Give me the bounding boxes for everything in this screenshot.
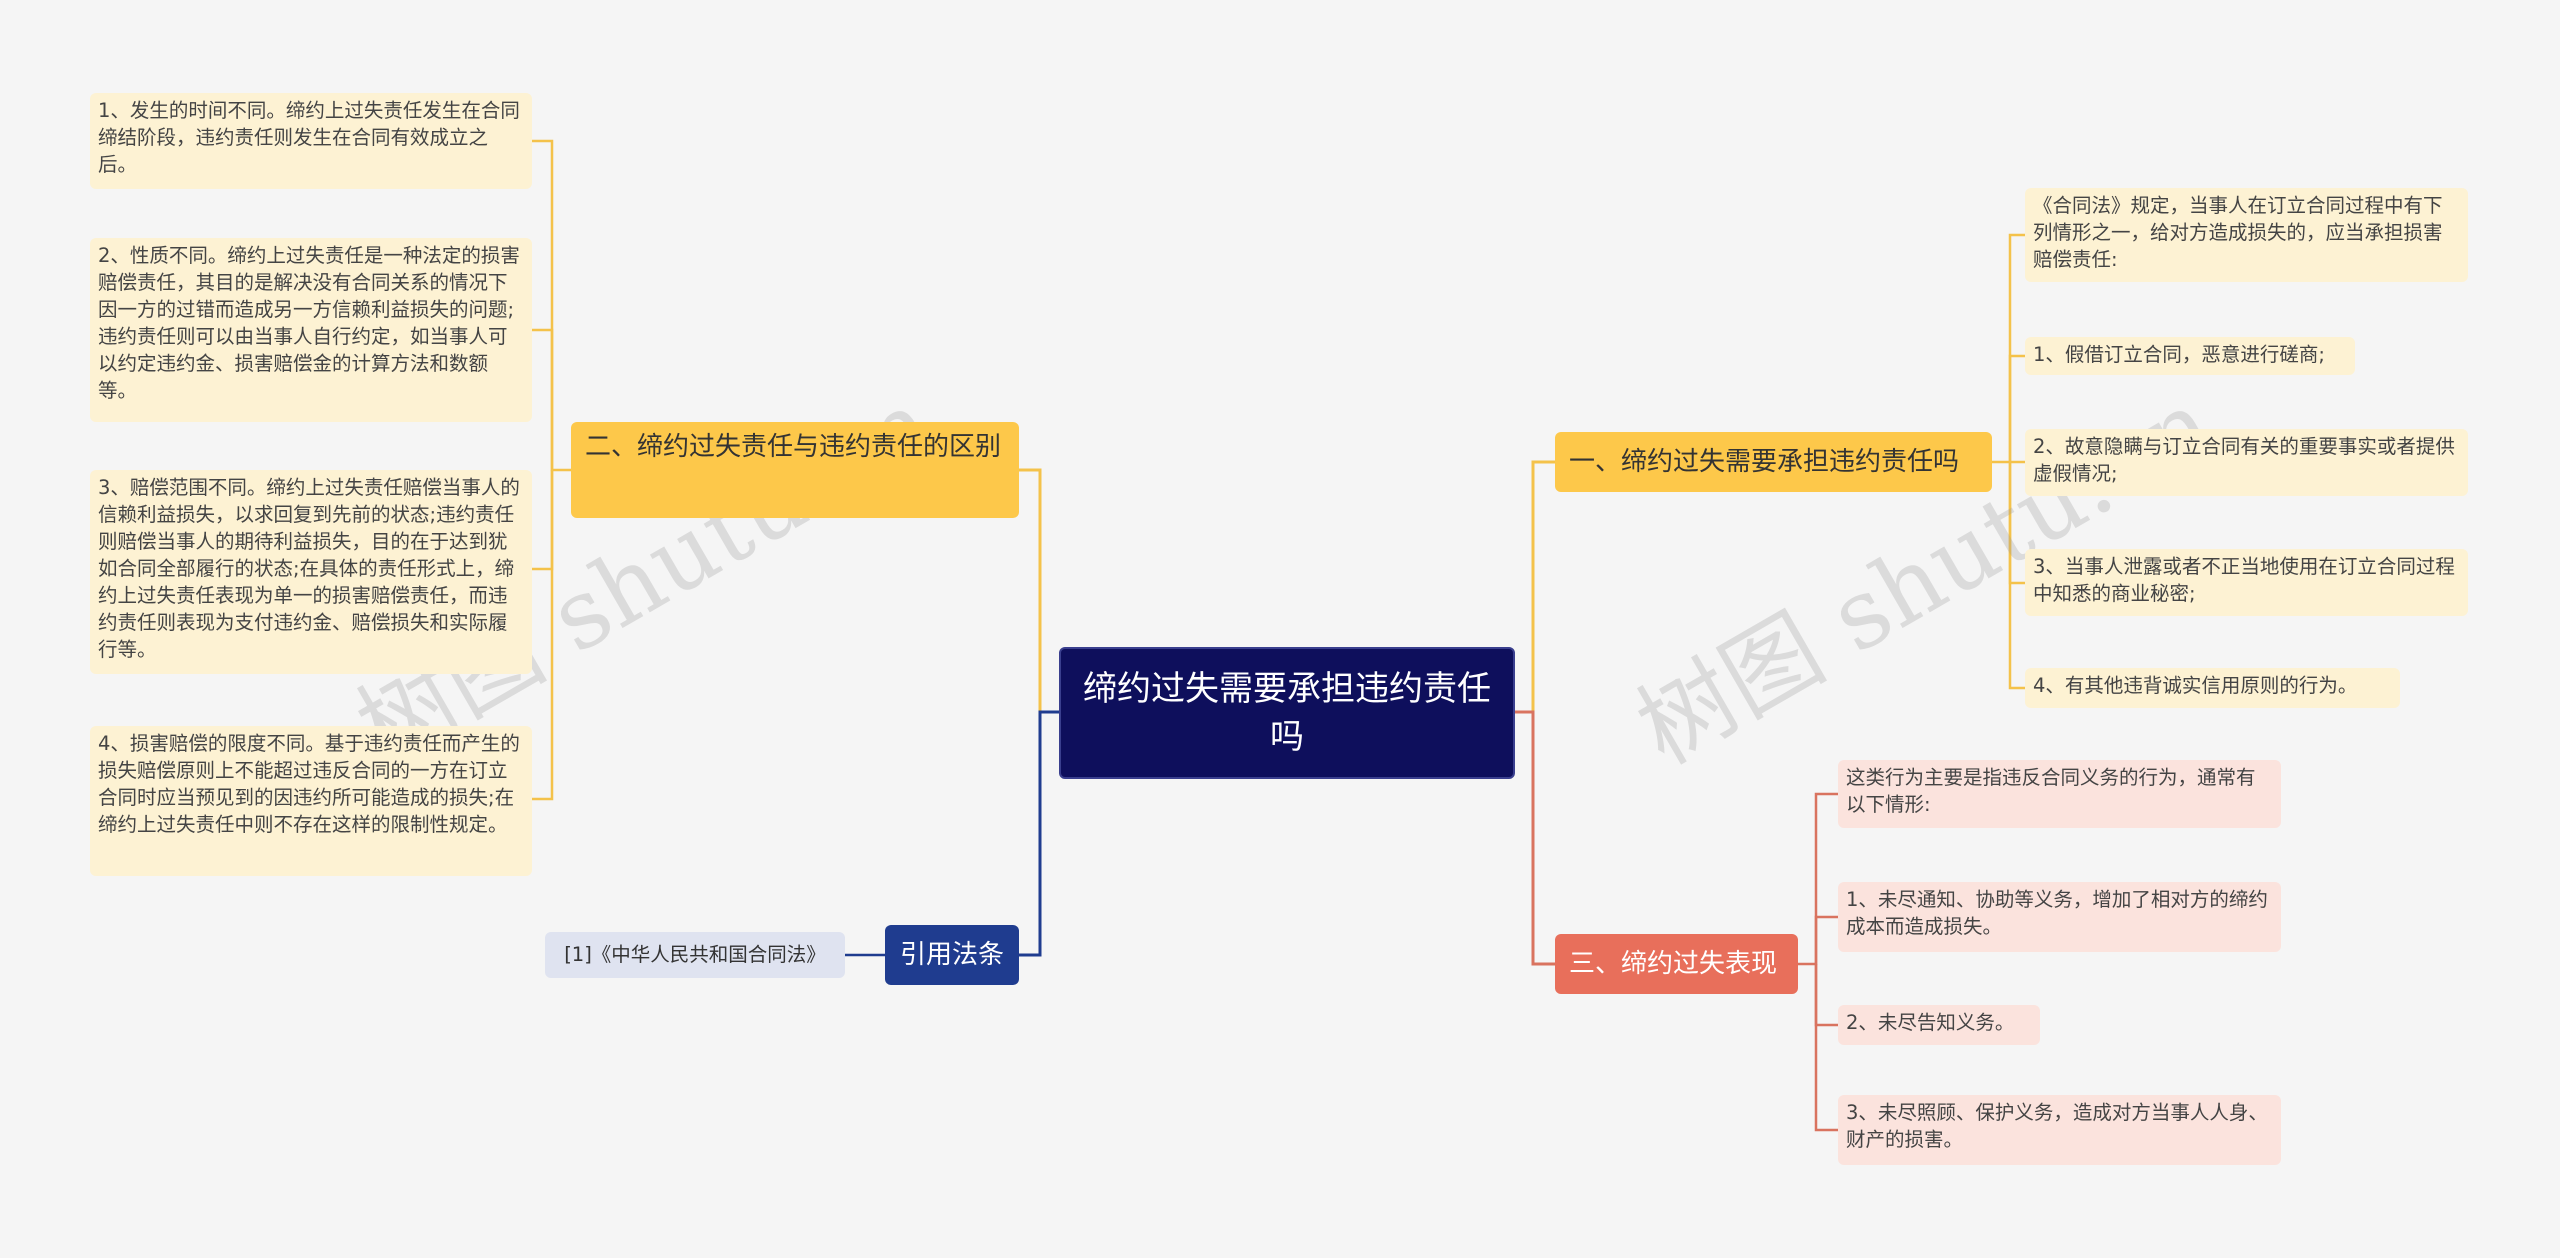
branch-1-item[interactable]: 《合同法》规定，当事人在订立合同过程中有下列情形之一，给对方造成损失的，应当承担… [2025, 188, 2468, 282]
link-branch3-item2 [1814, 915, 1838, 964]
branch-2-item[interactable]: 3、赔偿范围不同。缔约上过失责任赔偿当事人的信赖利益损失，以求回复到先前的状态;… [90, 470, 532, 674]
link-branch3-item1 [1798, 792, 1838, 966]
link-root-branch3 [1515, 710, 1555, 966]
branch-1-item[interactable]: 4、有其他违背诚实信用原则的行为。 [2025, 668, 2400, 708]
link-branch3-item4 [1814, 964, 1838, 1132]
branch-2-item[interactable]: 4、损害赔偿的限度不同。基于违约责任而产生的损失赔偿原则上不能超过违反合同的一方… [90, 726, 532, 876]
link-root-branch2 [1019, 468, 1059, 714]
link-branch1-item4 [2008, 462, 2025, 585]
link-branch2-item1 [532, 139, 571, 472]
link-branch2-item4 [532, 470, 554, 801]
branch-3-topic[interactable]: 三、缔约过失表现 [1555, 934, 1798, 994]
link-branch1-item1 [1992, 233, 2025, 464]
branch-3-item[interactable]: 2、未尽告知义务。 [1838, 1005, 2040, 1045]
link-branch3-item3 [1814, 964, 1838, 1027]
branch-1-topic[interactable]: 一、缔约过失需要承担违约责任吗 [1555, 432, 1992, 492]
branch-1-item[interactable]: 1、假借订立合同，恶意进行磋商; [2025, 337, 2355, 375]
link-branch2-item3 [532, 470, 554, 571]
link-branch2-item2 [532, 328, 554, 470]
branch-2-topic[interactable]: 二、缔约过失责任与违约责任的区别 [571, 422, 1019, 518]
link-branch1-item5 [2008, 462, 2025, 690]
branch-3-item[interactable]: 1、未尽通知、协助等义务，增加了相对方的缔约成本而造成损失。 [1838, 882, 2281, 952]
citation-item[interactable]: [1]《中华人民共和国合同法》 [545, 932, 845, 978]
link-root-branch1 [1515, 460, 1555, 714]
link-root-branch4 [1019, 710, 1059, 957]
link-branch1-item2 [2008, 354, 2025, 462]
root-topic[interactable]: 缔约过失需要承担违约责任吗 [1059, 647, 1515, 779]
branch-2-item[interactable]: 1、发生的时间不同。缔约上过失责任发生在合同缔结阶段，违约责任则发生在合同有效成… [90, 93, 532, 189]
branch-2-item[interactable]: 2、性质不同。缔约上过失责任是一种法定的损害赔偿责任，其目的是解决没有合同关系的… [90, 238, 532, 422]
citation-branch-topic[interactable]: 引用法条 [885, 925, 1019, 985]
branch-3-item[interactable]: 3、未尽照顾、保护义务，造成对方当事人人身、财产的损害。 [1838, 1095, 2281, 1165]
branch-1-item[interactable]: 3、当事人泄露或者不正当地使用在订立合同过程中知悉的商业秘密; [2025, 549, 2468, 616]
branch-3-item[interactable]: 这类行为主要是指违反合同义务的行为，通常有以下情形: [1838, 760, 2281, 828]
branch-1-item[interactable]: 2、故意隐瞒与订立合同有关的重要事实或者提供虚假情况; [2025, 429, 2468, 496]
